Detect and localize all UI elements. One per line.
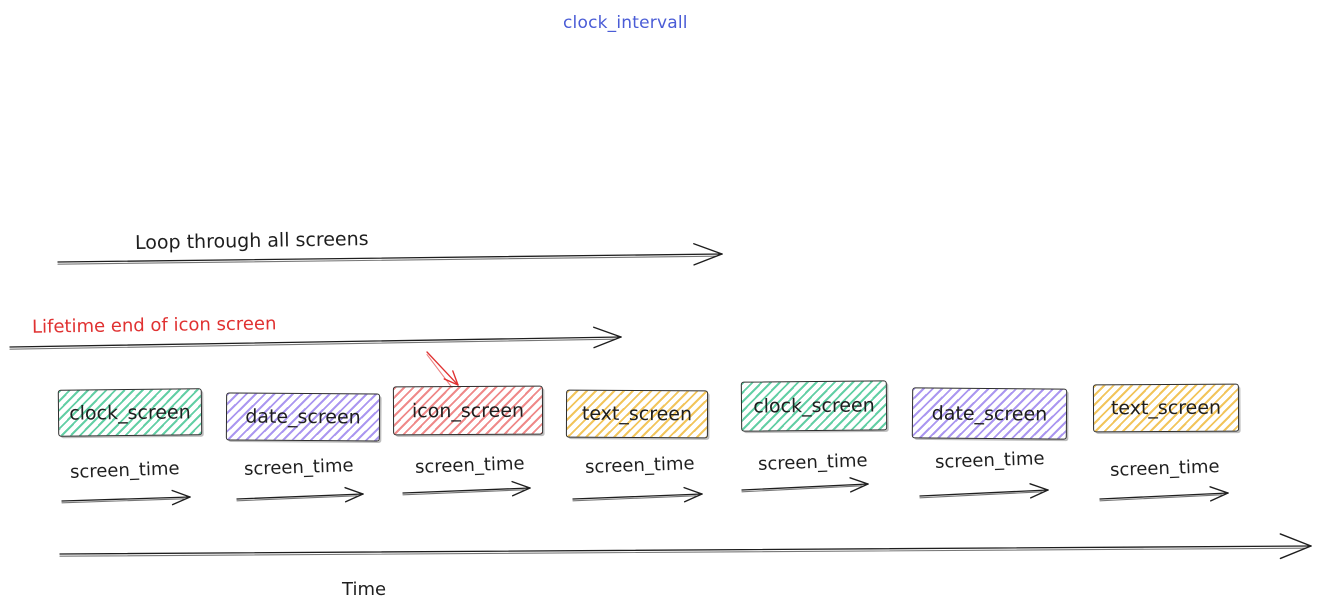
screen-time-arrow-7 [1099, 486, 1229, 502]
screen-box-label: icon_screen [411, 399, 525, 422]
screen-time-arrow-6 [919, 483, 1049, 499]
screen-box-date-2: date_screen [911, 387, 1068, 440]
screen-time-arrow-2 [236, 486, 364, 503]
time-axis-arrow [59, 533, 1312, 560]
screen-time-label-3: screen_time [414, 453, 525, 478]
screen-box-text-2: text_screen [1092, 383, 1240, 433]
screen-time-arrow-5 [741, 477, 869, 493]
screen-box-label: clock_screen [69, 400, 191, 425]
screen-time-label-2: screen_time [243, 455, 354, 480]
screen-box-label: text_screen [1110, 396, 1222, 420]
screen-box-label: clock_screen [753, 394, 875, 418]
loop-arrow [57, 243, 723, 266]
screen-box-date-1: date_screen [225, 392, 381, 442]
screen-box-label: date_screen [245, 405, 361, 429]
icon-pointer-arrow [426, 351, 459, 389]
screen-box-label: text_screen [581, 402, 693, 426]
screen-box-clock-1: clock_screen [57, 388, 203, 437]
time-axis-label: Time [342, 579, 387, 600]
screen-time-label-6: screen_time [934, 448, 1045, 473]
screen-time-arrow-3 [402, 480, 531, 497]
diagram-title: clock_intervall [563, 13, 688, 33]
screen-time-label-4: screen_time [584, 453, 695, 478]
loop-arrow-label: Loop through all screens [134, 227, 369, 255]
lifetime-end-arrow [9, 326, 622, 350]
screen-time-label-1: screen_time [69, 458, 180, 483]
screen-time-arrow-4 [572, 486, 703, 503]
screen-box-clock-2: clock_screen [740, 380, 888, 432]
lifetime-end-label: Lifetime end of icon screen [31, 313, 277, 338]
screen-time-label-7: screen_time [1109, 456, 1220, 481]
screen-time-label-5: screen_time [757, 450, 868, 475]
screen-time-arrow-1 [61, 489, 191, 506]
screen-box-text-1: text_screen [565, 389, 709, 439]
screen-box-label: date_screen [931, 401, 1048, 426]
screen-box-icon: icon_screen [392, 385, 544, 436]
